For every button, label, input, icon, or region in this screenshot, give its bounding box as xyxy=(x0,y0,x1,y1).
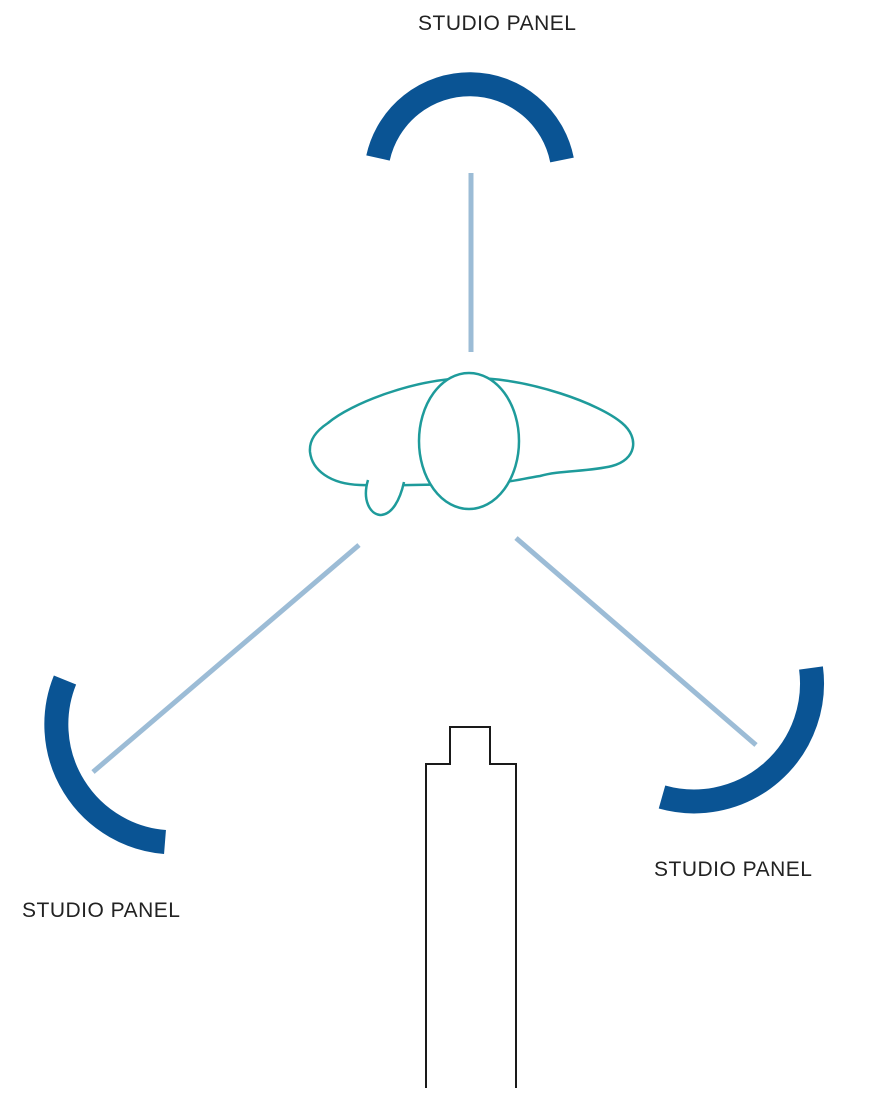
top-studio-panel xyxy=(366,72,574,163)
top-panel-label: STUDIO PANEL xyxy=(418,12,577,35)
right-panel-label: STUDIO PANEL xyxy=(654,858,813,881)
subject-figure xyxy=(308,371,635,517)
right-light-path xyxy=(514,536,758,747)
subject-head xyxy=(417,371,521,511)
left-light-path xyxy=(91,543,361,774)
right-studio-panel xyxy=(658,666,824,814)
camera xyxy=(425,726,517,1088)
subject-nose xyxy=(364,479,406,517)
left-panel-label: STUDIO PANEL xyxy=(22,899,181,922)
left-studio-panel xyxy=(44,675,167,854)
